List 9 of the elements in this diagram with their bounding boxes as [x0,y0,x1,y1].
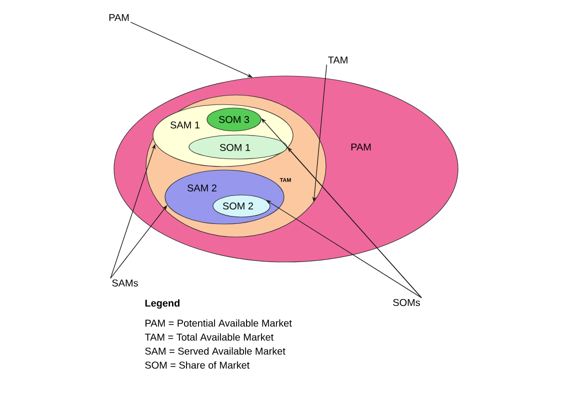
legend-text: SAM = Served Available Market [145,347,286,355]
legend-text: SOM = Share of Market [145,361,250,369]
callout-label: SAMs [112,279,138,287]
legend-text: TAM = Total Available Market [144,333,274,341]
legend-text: PAM = Potential Available Market [146,319,292,327]
callout-label: SOMs [393,298,420,306]
callout-label: PAM [109,14,129,21]
callout-label: TAM [328,56,348,64]
legend-title: Legend [145,299,180,309]
